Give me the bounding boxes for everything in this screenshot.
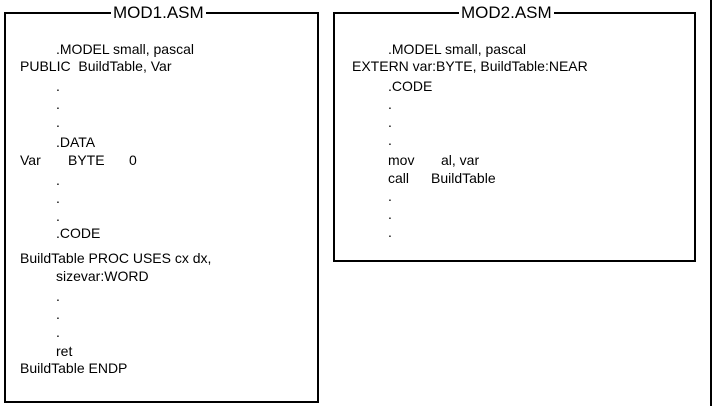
mod2-title: MOD2.ASM [459,3,554,23]
mod1-line: . [56,306,60,322]
mod2-line: . [388,132,392,148]
mod2-line: . [388,114,392,130]
mod2-line: EXTERN var:BYTE, BuildTable:NEAR [352,58,588,74]
mod1-line: . [56,190,60,206]
mod2-line: . [388,188,392,204]
mod2-line: . [388,206,392,222]
mod2-line: al, var [441,152,480,168]
mod1-line: .DATA [56,134,96,150]
mod1-line: ret [56,343,73,359]
mod2-line: mov [388,152,415,168]
mod1-line: . [56,172,60,188]
mod2-line: .CODE [388,78,433,94]
mod1-line: 0 [129,152,137,168]
mod1-line: .CODE [56,225,101,241]
mod1-line: BuildTable ENDP [20,360,128,376]
mod2-line: BuildTable [431,170,496,186]
mod2-panel: MOD2.ASM .MODEL small, pascal EXTERN var… [333,3,696,262]
mod2-line: .MODEL small, pascal [388,41,526,57]
mod1-line: . [56,114,60,130]
right-edge-line [710,0,712,406]
mod1-line: .MODEL small, pascal [56,41,194,57]
mod1-line: . [56,324,60,340]
mod1-panel: MOD1.ASM .MODEL small, pascal PUBLIC Bui… [4,3,319,403]
mod2-line: call [388,170,410,186]
mod1-line: . [56,96,60,112]
mod1-title: MOD1.ASM [111,3,206,23]
mod2-line: . [388,96,392,112]
mod1-line: BuildTable PROC USES cx dx, [20,250,212,266]
mod1-line: . [56,78,60,94]
mod1-line: sizevar:WORD [56,268,149,284]
mod1-line: PUBLIC BuildTable, Var [20,58,172,74]
mod1-line: . [56,288,60,304]
mod2-line: . [388,224,392,240]
mod1-line: . [56,208,60,224]
mod1-line: BYTE [68,152,105,168]
mod1-line: Var [20,152,41,168]
